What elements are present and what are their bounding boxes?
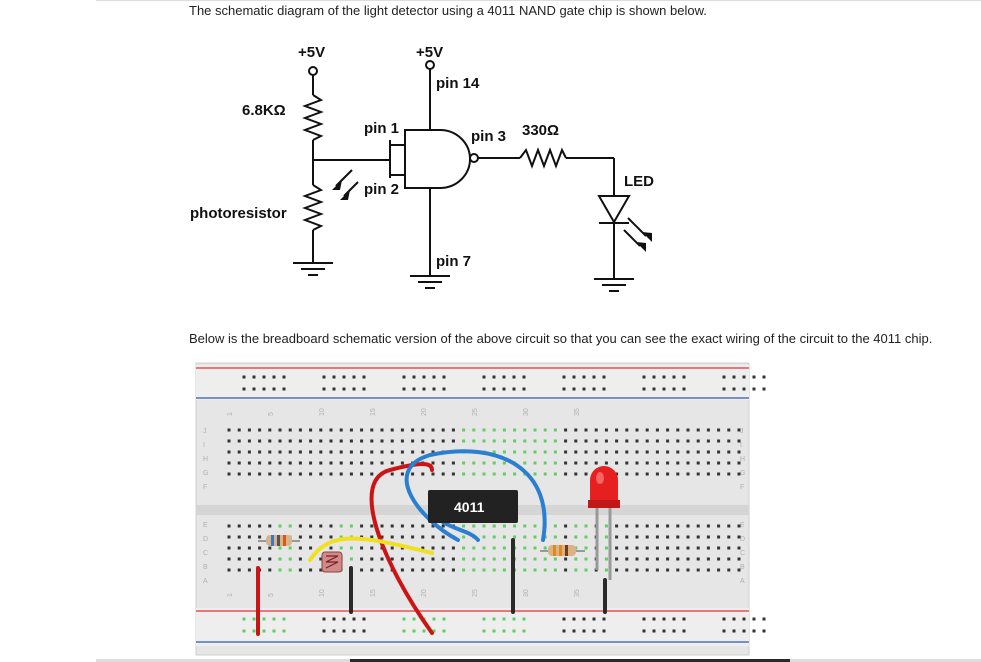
red-wire-long	[369, 462, 434, 635]
row-letter: E	[203, 522, 208, 529]
top-power-rail	[196, 365, 749, 400]
row-letter: B	[203, 564, 208, 571]
resistor-330-body	[540, 545, 585, 556]
resistor-top-label: 6.8KΩ	[242, 102, 286, 119]
blue-wire-output	[404, 449, 547, 542]
column-number: 25	[472, 408, 479, 416]
photoresistor-label: photoresistor	[190, 205, 287, 222]
row-letter: I	[203, 442, 205, 449]
nand-chip	[428, 490, 518, 523]
pin3-label: pin 3	[471, 128, 506, 145]
row-letter: H	[740, 456, 745, 463]
photoresistor-body	[321, 551, 343, 573]
row-letter: C	[740, 550, 745, 557]
breadboard-caption: Below is the breadboard schematic versio…	[189, 331, 933, 346]
row-letter: J	[740, 428, 744, 435]
row-letter: D	[740, 536, 745, 543]
column-number: 30	[523, 408, 530, 416]
bottom-divider-dark	[350, 659, 790, 662]
row-letter: G	[740, 470, 745, 477]
vcc-right-label: +5V	[416, 44, 443, 61]
led-label: LED	[624, 173, 654, 190]
row-letter: H	[203, 456, 208, 463]
bottom-power-rail	[196, 608, 749, 646]
resistor-6k8	[302, 94, 324, 141]
row-letter: B	[740, 564, 745, 571]
row-letter: I	[740, 442, 742, 449]
pin2-label: pin 2	[364, 181, 399, 198]
column-number: 35	[574, 408, 581, 416]
top-divider	[96, 0, 981, 1]
photoresistor-symbol	[302, 184, 324, 231]
column-number: 15	[370, 589, 377, 597]
pin7-label: pin 7	[436, 253, 471, 270]
row-letter: F	[740, 484, 744, 491]
column-number: 1	[227, 412, 234, 416]
column-number: 5	[268, 593, 275, 597]
column-number: 25	[472, 589, 479, 597]
led-symbol	[597, 195, 631, 225]
intro-text: The schematic diagram of the light detec…	[189, 3, 707, 18]
column-number: 20	[421, 589, 428, 597]
yellow-wire	[308, 536, 434, 562]
breadboard-holes	[227, 375, 766, 633]
column-number: 30	[523, 589, 530, 597]
row-letter: E	[740, 522, 745, 529]
row-letter: J	[203, 428, 207, 435]
row-letter: C	[203, 550, 208, 557]
resistor-330	[519, 147, 567, 169]
led-body	[588, 466, 620, 580]
nand-gate	[404, 129, 471, 189]
column-number: 1	[227, 593, 234, 597]
column-number: 35	[574, 589, 581, 597]
resistor-6k8-body	[258, 535, 300, 546]
column-number: 15	[370, 408, 377, 416]
column-number: 10	[319, 408, 326, 416]
column-number: 20	[421, 408, 428, 416]
vcc-left-label: +5V	[298, 44, 325, 61]
resistor-out-label: 330Ω	[522, 122, 559, 139]
row-letter: A	[203, 578, 208, 585]
row-letter: A	[740, 578, 745, 585]
column-number: 10	[319, 589, 326, 597]
chip-label: 4011	[454, 499, 485, 515]
pin14-label: pin 14	[436, 75, 480, 92]
column-number: 5	[268, 412, 275, 416]
row-letter: F	[203, 484, 207, 491]
pin1-label: pin 1	[364, 120, 399, 137]
row-letter: G	[203, 470, 208, 477]
row-letter: D	[203, 536, 208, 543]
